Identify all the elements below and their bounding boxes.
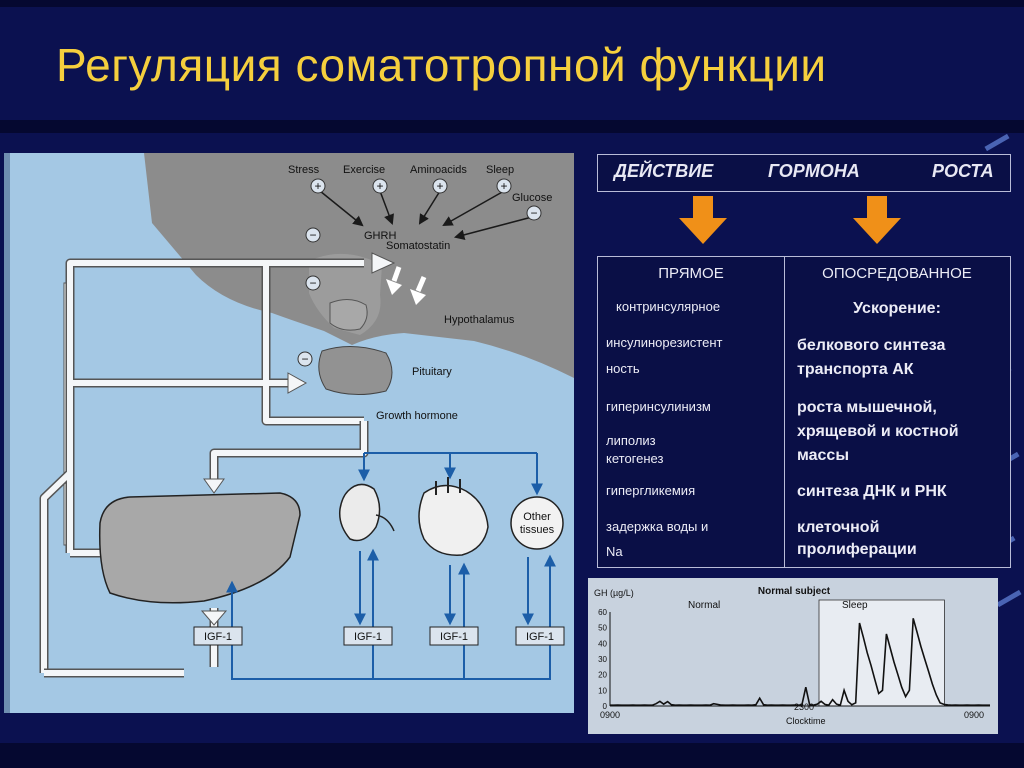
gh-secretion-chart: 0 10 20 30 40 50 60 Normal subject GH (µg/L) N… — [588, 578, 998, 734]
direct-item: Na — [606, 544, 623, 559]
slide-title: Регуляция соматотропной функции — [56, 39, 827, 91]
chart-x-label: Clocktime — [786, 716, 826, 726]
stimulus-aminoacids: Aminoacids — [410, 164, 467, 176]
hypothalamus-label: Hypothalamus — [444, 314, 515, 326]
direct-heading: ПРЯМОЕ — [658, 265, 724, 282]
kidney-organ — [338, 483, 381, 542]
other-tissues-label: Other — [523, 511, 551, 523]
stimulus-stress: Stress — [288, 164, 320, 176]
igf1-box-liver — [193, 626, 243, 646]
direct-item: гипергликемия — [606, 483, 696, 498]
x-tick-label: 2300 — [794, 702, 814, 712]
arrow-to-hypothalamus — [371, 252, 396, 274]
mediated-subheading: Ускорение: — [853, 300, 941, 317]
chart-y-label: GH (µg/L) — [594, 588, 634, 598]
y-tick-label: 0 — [603, 702, 608, 711]
table-divider — [784, 257, 785, 567]
hormone-effects-table: ПРЯМОЕ контринсулярное инсулинорезистент… — [597, 256, 1011, 568]
normal-annotation: Normal — [688, 600, 720, 611]
direct-item: кетогенез — [606, 451, 664, 466]
orange-down-arrow — [853, 196, 901, 244]
header-word-hormone: ГОРМОНА — [768, 161, 860, 181]
feedback-minus-sign: − — [309, 228, 316, 242]
orange-down-arrow — [679, 196, 727, 244]
y-tick-label: 60 — [598, 608, 607, 617]
igf1-label: IGF-1 — [204, 631, 232, 643]
decor-slash — [984, 133, 1010, 152]
stimulus-plus-sign: + — [436, 179, 443, 193]
gh-regulation-diagram: + + + + − − − − Stress Exercise Aminoaci… — [4, 153, 574, 713]
mediated-heading: ОПОСРЕДОВАННОЕ — [822, 265, 972, 282]
y-tick-label: 40 — [598, 639, 607, 648]
other-tissues-label: tissues — [520, 524, 555, 536]
mediated-item: клеточной — [797, 519, 880, 536]
x-tick-label: 0900 — [964, 710, 984, 720]
direct-item: липолиз — [606, 433, 656, 448]
igf1-box-tissues — [515, 626, 565, 646]
bottom-band — [0, 743, 1024, 768]
top-stripe — [0, 0, 1024, 7]
heart-organ — [418, 484, 489, 556]
header-word-growth: РОСТА — [932, 161, 994, 181]
y-tick-label: 20 — [598, 671, 607, 680]
gh-series-line — [610, 618, 990, 707]
somatostatin-label: Somatostatin — [386, 240, 450, 252]
feedback-minus-sign: − — [309, 276, 316, 290]
growth-hormone-label: Growth hormone — [376, 410, 458, 422]
arrow-to-pituitary — [287, 372, 308, 394]
header-arrows — [679, 196, 901, 244]
y-tick-label: 30 — [598, 655, 607, 664]
sleep-annotation: Sleep — [842, 600, 868, 611]
stimulus-glucose: Glucose — [512, 192, 552, 204]
header-word-action: ДЕЙСТВИЕ — [614, 161, 714, 181]
other-tissues-organ — [510, 496, 564, 550]
pituitary-gland — [318, 345, 393, 395]
direct-item: контринсулярное — [616, 299, 721, 314]
mediated-item: синтеза ДНК и РНК — [797, 483, 947, 500]
igf1-label: IGF-1 — [354, 631, 382, 643]
mediated-item: пролиферации — [797, 541, 917, 558]
feedback-minus-sign: − — [301, 352, 308, 366]
y-tick-label: 10 — [598, 686, 607, 695]
stimulus-plus-sign: + — [500, 179, 507, 193]
feedback-minus-sign: − — [530, 206, 537, 220]
igf1-box-kidney — [343, 626, 393, 646]
mediated-item: белкового синтеза — [797, 337, 946, 354]
hormone-action-header: ДЕЙСТВИЕ ГОРМОНА РОСТА — [597, 154, 1011, 192]
gh-chart-svg: 0 10 20 30 40 50 60 Normal subject GH (µg/L) N… — [594, 586, 990, 726]
y-tick-label: 50 — [598, 624, 607, 633]
mediated-item: транспорта АК — [797, 361, 914, 378]
direct-item: задержка воды и — [606, 519, 709, 534]
mediated-item: хрящевой и костной — [797, 423, 959, 440]
stimulus-exercise: Exercise — [343, 164, 385, 176]
igf1-box-heart — [429, 626, 479, 646]
x-tick-label: 0900 — [600, 710, 620, 720]
mediated-item: роста мышечной, — [797, 399, 937, 416]
chart-title: Normal subject — [758, 586, 831, 597]
ghrh-label: GHRH — [364, 230, 396, 242]
liver-organ — [98, 492, 301, 604]
decor-slash — [996, 589, 1022, 608]
mediated-item: массы — [797, 447, 849, 464]
stimulus-sleep: Sleep — [486, 164, 514, 176]
direct-item: инсулинорезистент — [606, 335, 723, 350]
stimulus-plus-sign: + — [376, 179, 383, 193]
direct-item: гиперинсулинизм — [606, 399, 711, 414]
igf1-label: IGF-1 — [526, 631, 554, 643]
direct-item: ность — [606, 361, 640, 376]
igf1-label: IGF-1 — [440, 631, 468, 643]
pituitary-label: Pituitary — [412, 366, 452, 378]
stimulus-plus-sign: + — [314, 179, 321, 193]
title-band — [0, 120, 1024, 133]
